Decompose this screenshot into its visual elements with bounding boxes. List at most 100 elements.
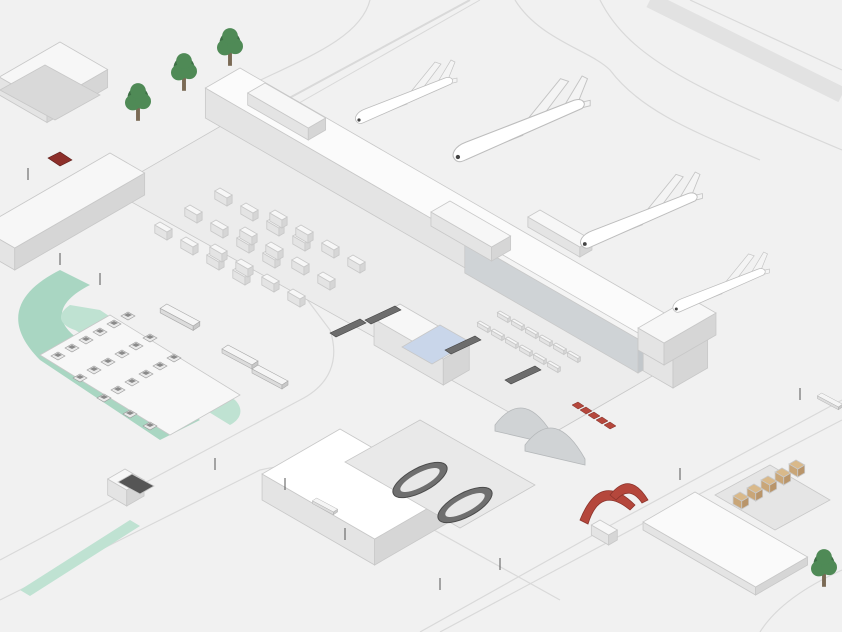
check-in-counter-top-face: [347, 254, 366, 266]
tree: [171, 53, 197, 91]
check-in-counter: [321, 239, 340, 259]
check-in-counter-top-face: [295, 224, 314, 236]
jet-bridge-center: [430, 200, 512, 262]
escalator-icon: [504, 365, 542, 385]
gate-seating-row-top-face: [504, 336, 520, 345]
gate-seating-row: [490, 328, 506, 342]
bus: [159, 303, 201, 331]
cargo-crate: [788, 459, 806, 478]
check-in-counter: [239, 226, 258, 246]
check-in-counter-top-face: [321, 239, 340, 251]
check-in-counter: [184, 204, 203, 224]
baggage-cart: [595, 416, 609, 425]
check-in-counter: [295, 224, 314, 244]
road-lower-right: [419, 399, 842, 632]
jet-bridge-center-top-face: [430, 200, 512, 248]
gate-seating-row-top-face: [490, 328, 506, 337]
check-in-counter-top-face: [261, 273, 280, 285]
parked-car: [120, 311, 136, 321]
conveyor-inner: [445, 492, 485, 518]
parking-lot: [39, 314, 241, 436]
gate-seating-row-top-face: [532, 352, 548, 361]
check-in-counter-top-face: [180, 236, 199, 248]
airplane: [672, 251, 770, 313]
check-in-counter: [235, 258, 254, 278]
gate-seating-row: [510, 318, 526, 332]
check-in-counter-top-face: [154, 221, 173, 233]
check-in-counter-top-face: [317, 271, 336, 283]
check-in-counter: [261, 273, 280, 293]
taxiway-curve-2: [599, 0, 842, 151]
check-in-counter-top-face: [210, 219, 229, 231]
gate-seating-row: [566, 350, 582, 364]
escalator-icon: [364, 305, 402, 325]
arch-icon: [579, 490, 636, 525]
jet-bridge-left-top-face: [246, 82, 327, 129]
road-top: [239, 0, 371, 91]
check-in-counter-top-face: [214, 187, 233, 199]
gate-seating-row: [532, 352, 548, 366]
arch-icon: [609, 483, 649, 504]
cargo-building-top-face: [642, 491, 809, 588]
guard-booth-roof: [117, 473, 155, 495]
gate-seating-row-top-face: [518, 344, 534, 353]
bus: [221, 344, 259, 370]
tree: [217, 28, 243, 66]
check-in-counter: [210, 219, 229, 239]
gate-seating-row: [552, 342, 568, 356]
check-in-counter: [265, 241, 284, 261]
cargo-crate: [746, 483, 764, 502]
tree: [125, 83, 151, 121]
check-in-counter-top-face: [209, 243, 228, 255]
cargo-crate-top-face: [760, 475, 778, 486]
check-in-counter: [347, 254, 366, 274]
tree: [811, 549, 837, 587]
check-in-counter-top-face: [291, 256, 310, 268]
check-in-counter: [154, 221, 173, 241]
runway: [646, 0, 842, 103]
check-in-counter-top-face: [235, 258, 254, 270]
baggage-cart: [579, 406, 593, 415]
check-in-counter-top-face: [265, 241, 284, 253]
gate-seating-row: [518, 344, 534, 358]
gate-seating-row-top-face: [496, 310, 512, 319]
cargo-crate: [760, 475, 778, 494]
airplane: [579, 171, 704, 249]
gate-seating-row: [496, 310, 512, 324]
cargo-building-floor: [714, 464, 831, 531]
jet-bridge-far-right: [637, 297, 717, 366]
gate-seating-row-top-face: [524, 326, 540, 335]
runway-edge: [689, 0, 842, 71]
check-in-counter: [317, 271, 336, 291]
baggage-cart: [587, 411, 601, 420]
check-in-counter: [269, 209, 288, 229]
terminal-left-hall: [0, 152, 146, 271]
baggage-cart: [571, 401, 585, 410]
cargo-crate-top-face: [732, 491, 750, 502]
green-strip-bottom: [20, 520, 140, 596]
cargo-crate: [732, 491, 750, 510]
check-in-counter: [214, 187, 233, 207]
parking-building-roof: [0, 64, 101, 121]
taxiway-curve-1: [514, 0, 761, 161]
gate-seating-row-top-face: [546, 360, 562, 369]
check-in-counter-top-face: [269, 209, 288, 221]
terminal-left-hall-top-face: [0, 152, 146, 249]
cargo-crate-top-face: [788, 459, 806, 470]
check-in-counter: [287, 288, 306, 308]
jet-bridge-right: [527, 209, 593, 258]
jet-bridge-right-top-face: [527, 209, 593, 248]
gate-seating-row-top-face: [510, 318, 526, 327]
escalator-icon: [444, 335, 482, 355]
road-lower-right-edge: [439, 419, 842, 632]
gate-seating-row-top-face: [538, 334, 554, 343]
road-corner: [759, 569, 842, 632]
gate-seating-row: [504, 336, 520, 350]
check-in-counter-top-face: [287, 288, 306, 300]
check-in-counter-top-face: [184, 204, 203, 216]
check-in-counter: [180, 236, 199, 256]
gate-seating-row: [476, 320, 492, 334]
check-in-counter: [209, 243, 228, 263]
cargo-crate: [774, 467, 792, 486]
